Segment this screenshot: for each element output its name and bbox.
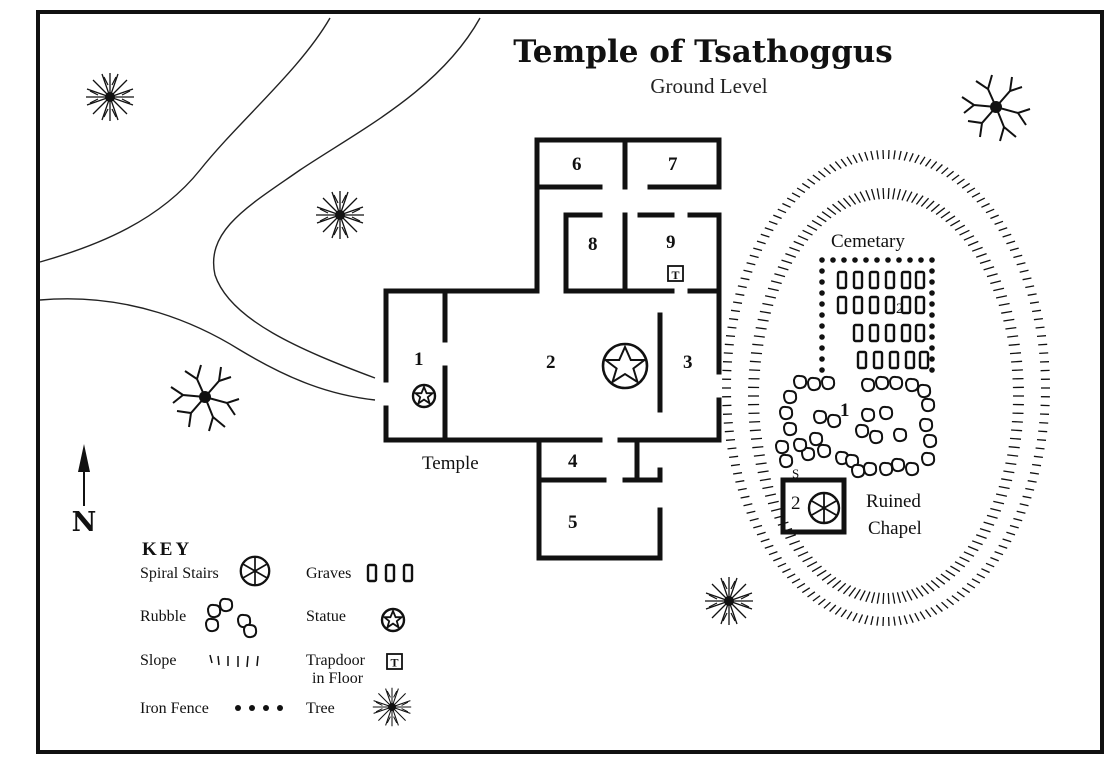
graves — [836, 270, 930, 370]
room-4: 4 — [568, 451, 578, 472]
map-title: Temple of Tsathoggus — [513, 34, 892, 70]
key-slope: Slope — [140, 652, 176, 669]
iron-fence — [819, 257, 935, 373]
north-label: N — [72, 507, 97, 538]
room-9: 9 — [666, 232, 676, 253]
cemetery-label: Cemetary — [831, 231, 905, 252]
spiral-stairs-icon — [239, 555, 271, 587]
key-spiral-stairs: Spiral Stairs — [140, 565, 219, 582]
river — [39, 17, 481, 401]
slope-inner — [748, 187, 1024, 605]
ruined-chapel-label-2: Chapel — [868, 518, 922, 539]
key-tree: Tree — [306, 700, 335, 717]
chapel-area-1: 1 — [840, 400, 850, 421]
room-2: 2 — [546, 352, 556, 373]
key-trapdoor-2: in Floor — [312, 670, 364, 687]
statue-icon — [411, 383, 437, 409]
room-3: 3 — [683, 352, 693, 373]
map-key: KEY Spiral Stairs Graves Rubble Statue S… — [140, 539, 414, 727]
room-5: 5 — [568, 512, 578, 533]
key-graves: Graves — [306, 565, 351, 582]
statue-icon — [380, 607, 406, 633]
room-7: 7 — [668, 154, 678, 175]
ruined-chapel-label-1: Ruined — [866, 491, 921, 512]
key-iron-fence: Iron Fence — [140, 700, 209, 717]
tree-icon — [372, 687, 412, 727]
trapdoor-icon: T — [667, 265, 684, 282]
rubble-icon — [205, 597, 258, 639]
chapel-area-2: 2 — [791, 493, 801, 514]
tree-icon — [170, 364, 240, 432]
cemetery-area-2: 2 — [896, 301, 904, 317]
slope-icon — [209, 654, 259, 668]
grave-icon — [366, 563, 414, 583]
temple-walls — [383, 137, 722, 561]
chapel-room-wall — [780, 477, 847, 535]
spiral-stairs-icon — [807, 491, 841, 525]
rubble-field — [775, 374, 938, 479]
room-1: 1 — [414, 349, 424, 370]
room-6: 6 — [572, 154, 582, 175]
tree-icon — [961, 74, 1031, 142]
north-arrow: N — [72, 444, 97, 538]
tree-icon — [315, 190, 365, 240]
secret-door-label: S — [792, 466, 799, 481]
map-subtitle: Ground Level — [650, 74, 767, 98]
temple-label: Temple — [422, 453, 479, 474]
key-trapdoor-1: Trapdoor — [306, 652, 366, 669]
svg-text:T: T — [390, 656, 398, 670]
tree-icon — [85, 72, 135, 122]
room-8: 8 — [588, 234, 598, 255]
key-rubble: Rubble — [140, 608, 186, 625]
key-heading: KEY — [142, 539, 192, 560]
trapdoor-icon: T — [386, 653, 403, 670]
iron-fence-icon — [235, 705, 283, 711]
svg-text:T: T — [671, 268, 679, 282]
altar-pentagram-icon — [601, 342, 649, 390]
map-border — [36, 10, 1104, 754]
key-statue: Statue — [306, 608, 346, 625]
tree-icon — [704, 576, 754, 626]
slope-outer — [722, 149, 1050, 627]
